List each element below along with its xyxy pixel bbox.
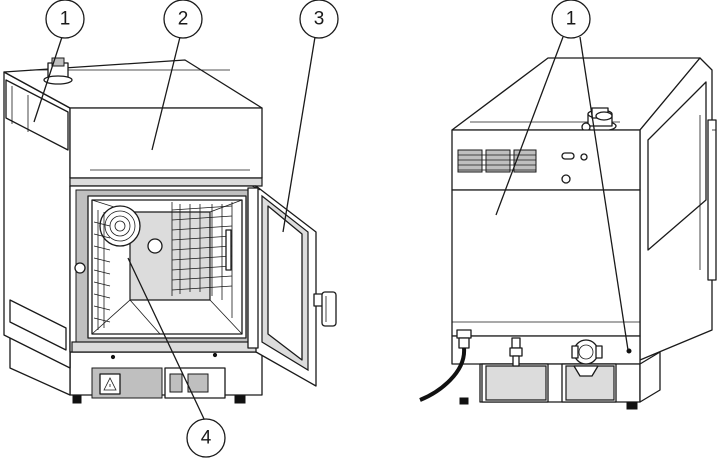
power-cable [419, 329, 472, 402]
front-hood [69, 107, 263, 179]
svg-text:2: 2 [178, 9, 189, 30]
callout-3: 3 [299, 0, 339, 39]
right-rack [171, 202, 233, 318]
callout-1-right: 1 [551, 0, 591, 39]
front-sill [71, 341, 261, 353]
oven-fan [99, 205, 141, 247]
svg-text:1: 1 [60, 9, 71, 30]
left-rack [93, 210, 111, 330]
callout-1-left: 1 [45, 0, 85, 39]
drain-fitting [571, 339, 603, 377]
callout-4: 4 [186, 418, 226, 458]
rear-panel [451, 189, 641, 337]
rear-vents [457, 149, 537, 173]
water-connection [509, 337, 523, 367]
svg-text:4: 4 [201, 428, 212, 449]
svg-text:3: 3 [314, 9, 325, 30]
oven-door [247, 185, 337, 387]
door-handle [313, 291, 337, 327]
front-oven-unit [3, 57, 337, 404]
svg-text:1: 1 [566, 9, 577, 30]
rear-oven-unit [419, 57, 717, 410]
callout-2: 2 [163, 0, 203, 39]
leader-lines [33, 36, 629, 422]
